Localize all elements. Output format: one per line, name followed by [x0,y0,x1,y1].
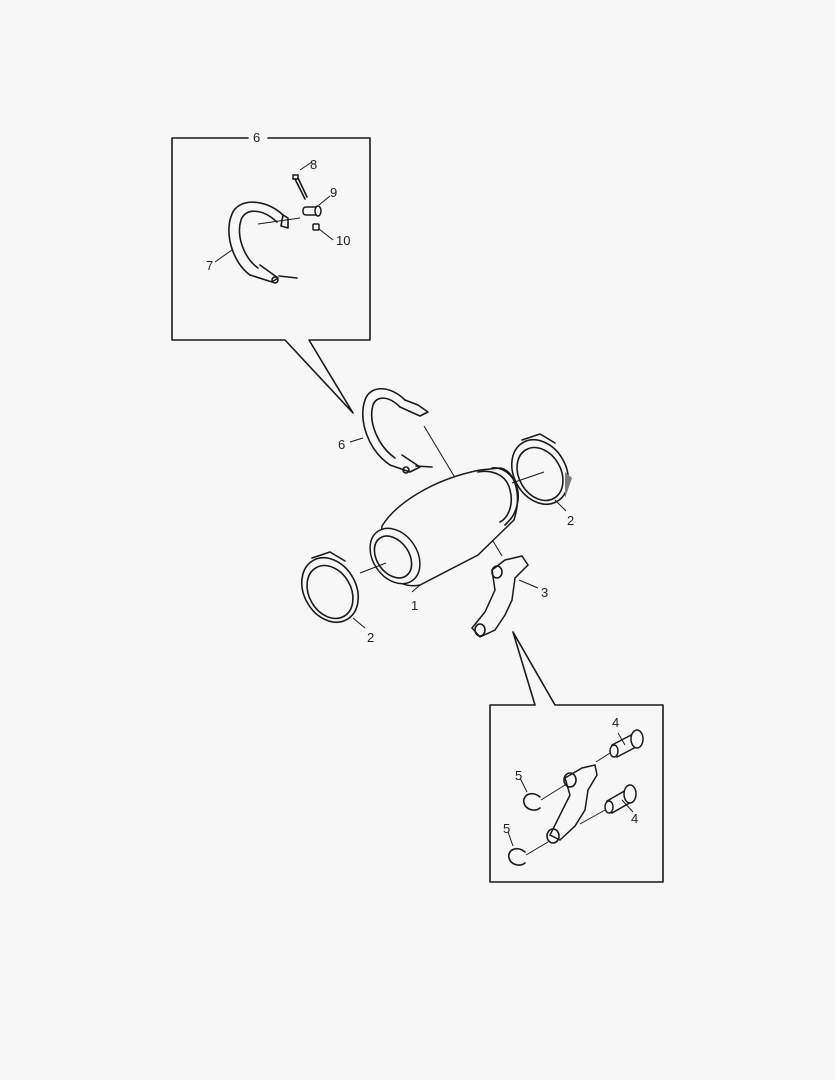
callout-8: 8 [310,157,318,172]
pin-bottom [579,784,637,825]
callout-2-left: 2 [367,630,375,645]
callout-6-top: 6 [253,130,261,145]
mounting-bracket [471,555,539,638]
retaining-clip-bottom [507,831,549,866]
callout-4-top: 4 [612,715,620,730]
callout-10: 10 [336,233,351,248]
callout-7: 7 [206,258,214,273]
v-band-clamp-left [300,551,366,629]
callout-4-bottom: 4 [631,811,639,826]
strap-icon [228,201,301,284]
callout-1: 1 [411,598,419,613]
top-detail-box [171,137,371,414]
callout-2-right: 2 [567,513,575,528]
v-band-clamp-right [510,433,572,512]
strap-clamp-main [349,387,503,557]
bolt-icon [292,161,313,200]
pin-top [595,729,644,763]
retaining-clip-top [519,777,566,811]
callout-5-top: 5 [515,768,523,783]
detail-bracket [546,764,598,844]
nut-icon [312,223,334,241]
bottom-detail-box [489,631,664,883]
callout-9: 9 [330,185,338,200]
callout-3: 3 [541,585,549,600]
muffler-body [359,467,545,593]
callout-5-bottom: 5 [503,821,511,836]
trunnion-icon [302,195,331,217]
callout-6-main: 6 [338,437,346,452]
